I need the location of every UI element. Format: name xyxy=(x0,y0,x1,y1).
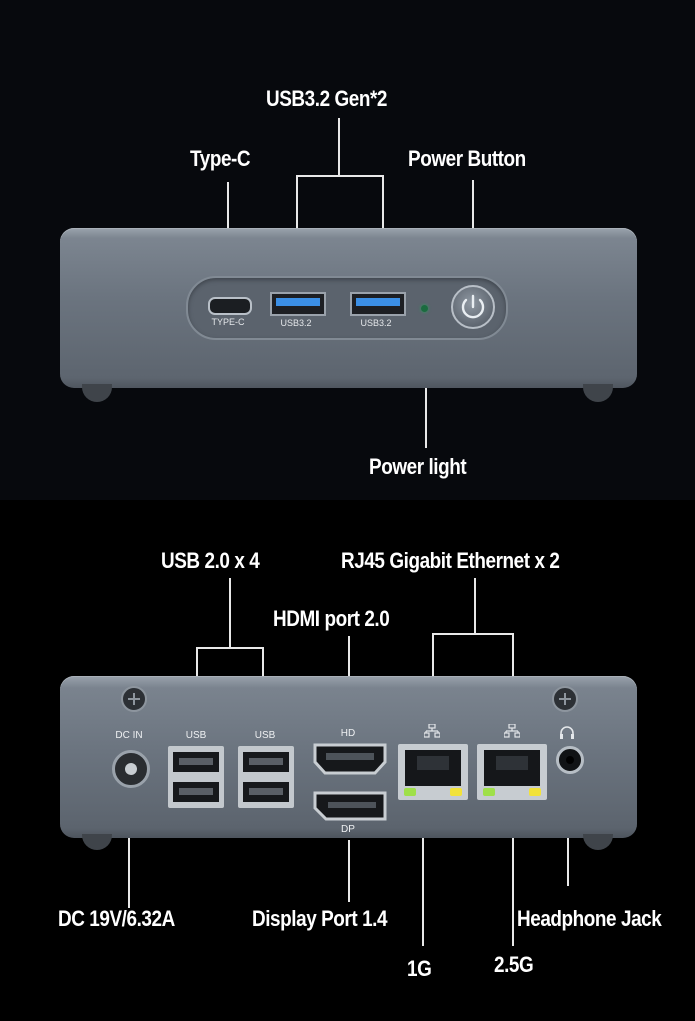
lan2-callout-line xyxy=(512,796,514,946)
typec-port-label: TYPE-C xyxy=(211,317,245,327)
power-button-callout-label: Power Button xyxy=(408,146,526,171)
usb3-port-1 xyxy=(270,292,326,316)
headphone-icon xyxy=(560,726,574,739)
screw-left xyxy=(121,686,147,712)
usb20-port-stack-left xyxy=(168,746,224,808)
usb20-callout-label: USB 2.0 x 4 xyxy=(161,548,260,573)
hdmi-callout-label: HDMI port 2.0 xyxy=(273,606,390,631)
power-icon xyxy=(461,294,485,319)
typec-callout-label: Type-C xyxy=(190,146,251,171)
front-foot-left xyxy=(82,384,112,402)
rear-view-panel: DC IN USB USB HD DP xyxy=(0,500,695,1021)
rj45-callout-line-left xyxy=(432,633,434,715)
power-button[interactable] xyxy=(451,285,495,329)
network-icon-1 xyxy=(424,724,440,738)
lan1-led-green xyxy=(404,788,416,796)
rj45-port-2-5g xyxy=(477,744,547,800)
lan1-callout-line xyxy=(422,796,424,946)
rear-foot-left xyxy=(82,834,112,850)
power-light-callout-label: Power light xyxy=(369,454,467,479)
dp-callout-line xyxy=(348,840,350,902)
headphone-callout-label: Headphone Jack xyxy=(517,906,662,931)
network-icon-2 xyxy=(504,724,520,738)
power-light-led xyxy=(421,305,428,312)
rear-foot-right xyxy=(583,834,613,850)
front-view-panel: TYPE-C USB3.2 USB3.2 USB3.2 Gen*2 Type-C… xyxy=(0,0,695,500)
headphone-jack xyxy=(556,746,584,774)
hdmi-port xyxy=(313,743,387,775)
lan1-led-yellow xyxy=(450,788,462,796)
lan1-callout-label: 1G xyxy=(407,956,432,981)
rj45-callout-label: RJ45 Gigabit Ethernet x 2 xyxy=(341,548,560,573)
typec-port xyxy=(208,297,252,315)
usb3-port-1-label: USB3.2 xyxy=(280,318,312,328)
hdmi-port-label: HD xyxy=(340,728,356,739)
dcin-port xyxy=(112,750,150,788)
rj45-callout-line-horizontal xyxy=(432,633,514,635)
dp-port-label: DP xyxy=(341,824,355,835)
lan2-led-green xyxy=(483,788,495,796)
usb20-callout-line-horizontal xyxy=(196,647,264,649)
usb32-callout-label: USB3.2 Gen*2 xyxy=(266,86,388,111)
usb20-port-stack-right xyxy=(238,746,294,808)
rj45-callout-line-right xyxy=(512,633,514,715)
usb32-callout-line-vertical xyxy=(338,118,340,176)
usb20-callout-line-vertical xyxy=(229,578,231,648)
displayport-port xyxy=(313,791,387,821)
dcin-port-label: DC IN xyxy=(115,730,143,741)
dcin-callout-label: DC 19V/6.32A xyxy=(58,906,175,931)
screw-right xyxy=(552,686,578,712)
lan2-callout-label: 2.5G xyxy=(494,952,534,977)
dp-callout-label: Display Port 1.4 xyxy=(252,906,388,931)
usb20-left-label: USB xyxy=(185,730,207,741)
usb3-port-2 xyxy=(350,292,406,316)
dcin-callout-line xyxy=(128,790,130,908)
usb32-callout-line-horizontal xyxy=(296,175,384,177)
rj45-callout-line-vertical xyxy=(474,578,476,634)
front-foot-right xyxy=(583,384,613,402)
usb20-right-label: USB xyxy=(254,730,276,741)
rj45-port-1g xyxy=(398,744,468,800)
lan2-led-yellow xyxy=(529,788,541,796)
usb3-port-2-label: USB3.2 xyxy=(360,318,392,328)
